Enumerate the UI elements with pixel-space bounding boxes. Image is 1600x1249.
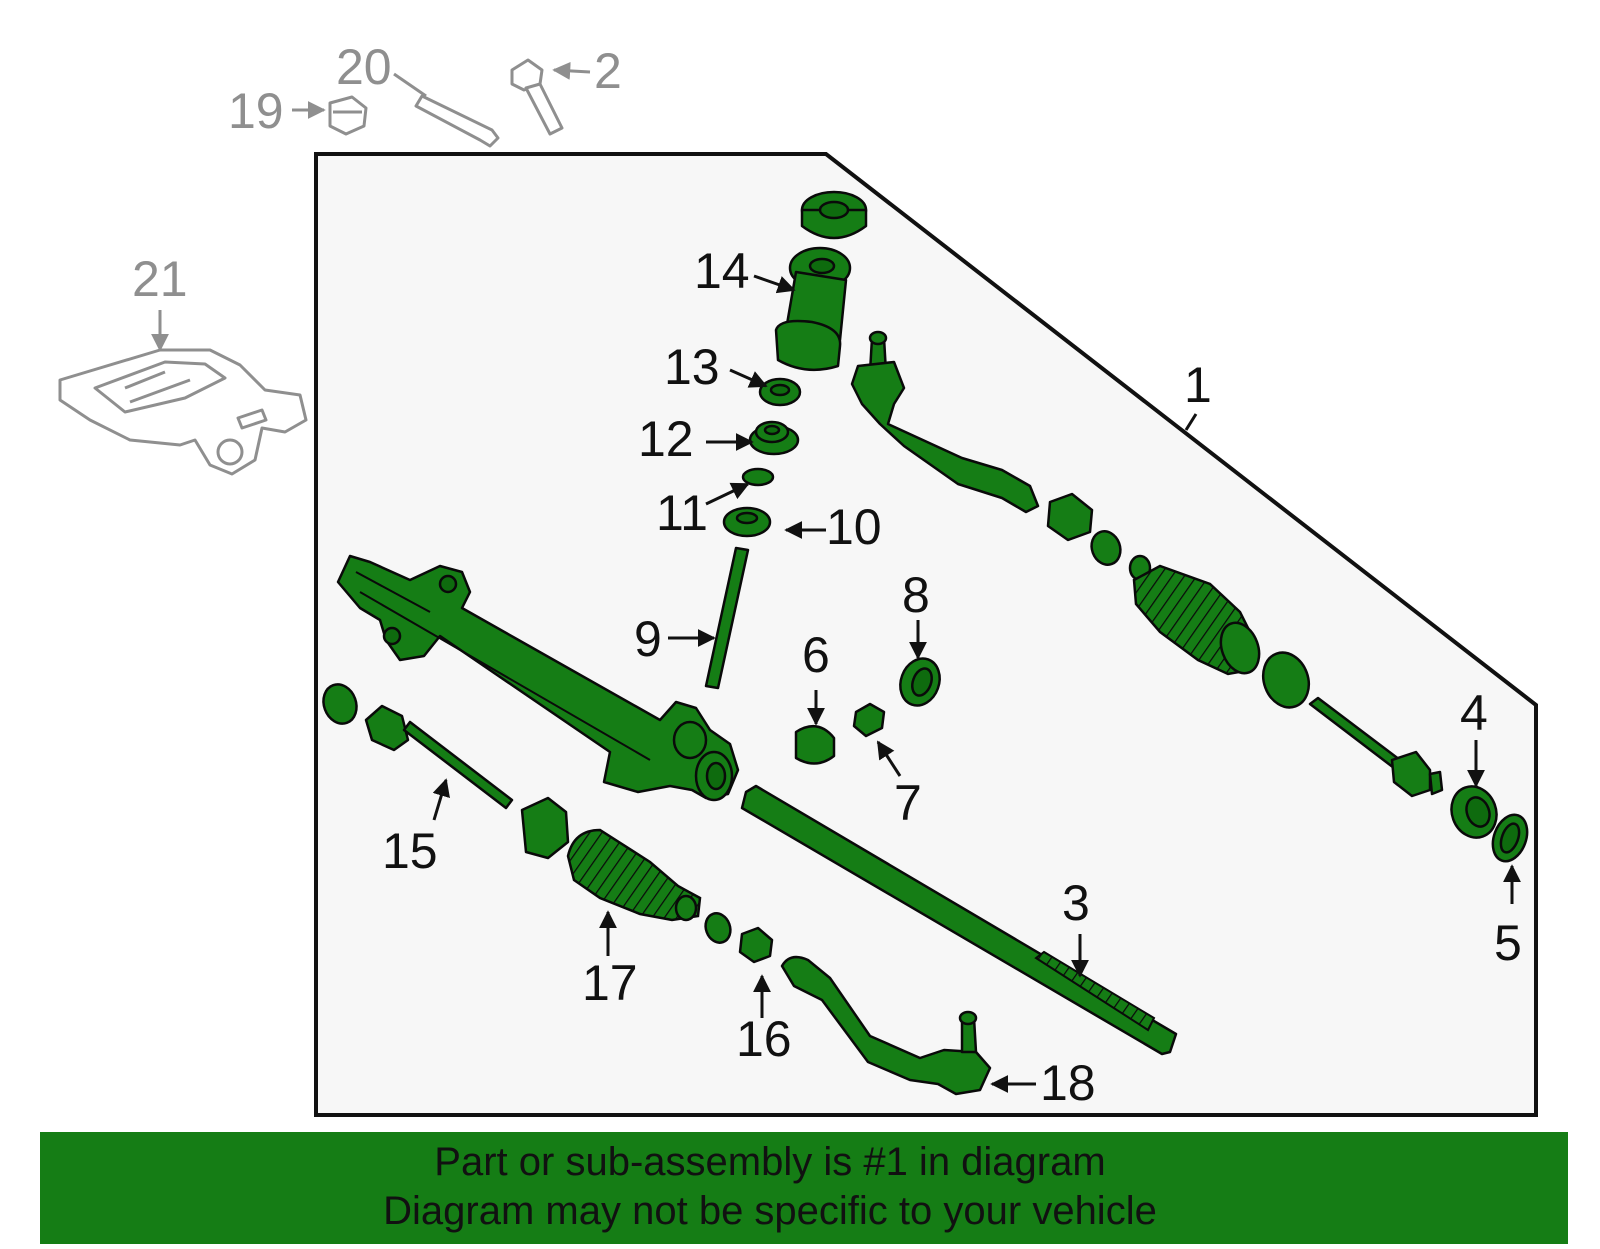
part-3-rack — [740, 784, 1178, 1056]
callout-12: 12 — [638, 411, 694, 467]
callout-4: 4 — [1460, 685, 1488, 741]
callout-6: 6 — [802, 627, 830, 683]
callout-19: 19 — [228, 83, 284, 139]
rack-housing — [336, 554, 740, 802]
callout-20: 20 — [336, 39, 392, 95]
part-19-nut — [328, 95, 368, 136]
assembly-parts — [322, 190, 1529, 1096]
part-18-tierod-end — [780, 955, 992, 1096]
part-15-inner-tierod — [322, 683, 514, 810]
callout-17: 17 — [582, 955, 638, 1011]
callout-14: 14 — [694, 243, 750, 299]
part-10-seal — [722, 506, 772, 538]
callout-13: 13 — [664, 339, 720, 395]
part-tierod-end-right — [850, 330, 1040, 514]
part-5-ring — [1491, 813, 1529, 863]
part-12-cap — [748, 420, 800, 456]
part-7-nut — [852, 702, 886, 738]
part-inner-tierod-right — [1308, 696, 1444, 798]
part-11-oring — [741, 467, 775, 487]
part-21-bracket — [58, 348, 308, 476]
part-6-cap — [794, 725, 836, 765]
callout-18: 18 — [1040, 1055, 1096, 1111]
ghost-parts — [58, 58, 564, 476]
part-16-clamp-nut — [704, 912, 774, 964]
part-boot-right — [1128, 554, 1311, 709]
part-14-mount — [774, 190, 868, 372]
callout-2: 2 — [594, 43, 622, 99]
banner-line-1: Part or sub-assembly is #1 in diagram — [434, 1140, 1106, 1184]
callout-9: 9 — [634, 611, 662, 667]
part-2-bolt — [510, 58, 564, 136]
part-clamp-right — [1090, 530, 1122, 566]
leader-lines — [151, 61, 1521, 1093]
part-4-bushing — [1450, 785, 1498, 839]
callout-21: 21 — [132, 251, 188, 307]
part-20-bolt — [414, 94, 500, 148]
part-nut-right — [1046, 492, 1094, 542]
callout-3: 3 — [1062, 875, 1090, 931]
callout-10: 10 — [826, 499, 882, 555]
callout-7: 7 — [894, 775, 922, 831]
info-banner: Part or sub-assembly is #1 in diagram Di… — [40, 1132, 1568, 1244]
callout-1: 1 — [1184, 357, 1212, 413]
part-8-bushing — [899, 657, 941, 707]
part-17-boot — [520, 796, 702, 922]
callout-15: 15 — [382, 823, 438, 879]
callout-11: 11 — [656, 485, 708, 541]
part-13-ring — [758, 377, 802, 407]
callout-5: 5 — [1494, 915, 1522, 971]
part-9-pinion — [704, 546, 750, 690]
callout-16: 16 — [736, 1011, 792, 1067]
callout-labels: 19 20 2 21 1 14 13 12 11 10 9 8 6 7 4 5 … — [132, 39, 1522, 1111]
callout-8: 8 — [902, 567, 930, 623]
banner-line-2: Diagram may not be specific to your vehi… — [383, 1189, 1157, 1233]
